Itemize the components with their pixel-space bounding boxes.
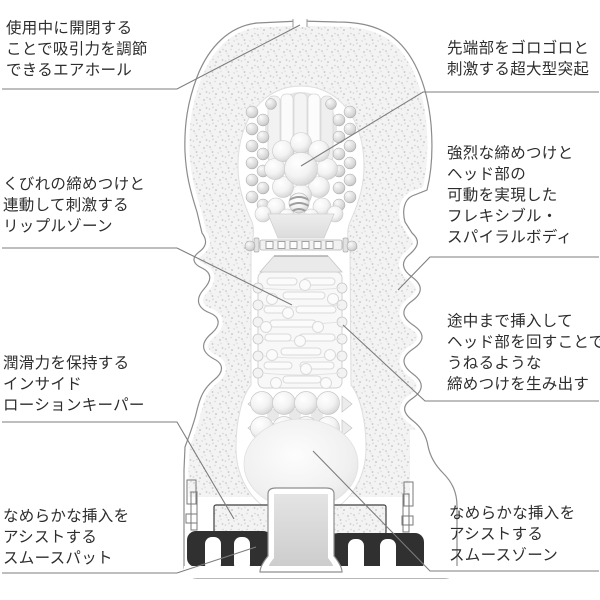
callout-line: 締めつけを生み出す <box>447 376 590 393</box>
callout-line: ヘッド部を回すことで <box>447 334 600 351</box>
callout-smooth-zone: なめらかな挿入を アシストする スムースゾーン <box>449 503 575 566</box>
leader-giant-nub <box>300 91 599 167</box>
leader-smooth-pad <box>2 546 257 574</box>
callout-line: ローションキーパー <box>3 397 145 414</box>
callout-line: 強烈な締めつけと <box>447 145 574 162</box>
callout-line: できるエアホール <box>6 62 133 79</box>
callout-ripple-zone: くびれの締めつけと 連動して刺激する リップルゾーン <box>3 174 145 237</box>
base-assembly <box>184 479 458 578</box>
nub-field <box>245 98 357 212</box>
side-brackets <box>185 479 414 533</box>
callout-line: スパイラルボディ <box>447 229 573 246</box>
callout-line: 途中まで挿入して <box>447 313 573 330</box>
callout-giant-nub: 先端部をゴロゴロと 刺激する超大型突起 <box>447 38 589 80</box>
ripple-column <box>252 271 348 389</box>
callout-line: なめらかな挿入を <box>449 505 576 522</box>
striped-ball <box>288 192 310 214</box>
callout-line: リップルゾーン <box>3 218 113 235</box>
callout-line: ヘッド部の <box>447 166 527 183</box>
callout-line: インサイド <box>3 376 83 393</box>
callout-line: 使用中に開閉する <box>6 20 133 37</box>
callout-air-hole: 使用中に開閉する ことで吸引力を調節 できるエアホール <box>6 18 148 81</box>
callout-line: 可動を実現した <box>447 187 558 204</box>
callout-smooth-pad: なめらかな挿入を アシストする スムースパット <box>3 506 129 569</box>
insertion-funnel <box>259 487 343 573</box>
neck-band <box>244 213 358 273</box>
leader-lotion-keeper <box>2 421 235 520</box>
callout-line: スムースパット <box>3 550 113 567</box>
callout-line: スムースゾーン <box>449 547 559 564</box>
leader-smooth-zone <box>312 450 599 572</box>
leader-lines <box>2 24 599 574</box>
callout-line: ことで吸引力を調節 <box>6 41 148 58</box>
callout-line: アシストする <box>3 529 98 546</box>
callout-lotion-keeper: 潤滑力を保持する インサイド ローションキーパー <box>3 353 145 416</box>
callout-line: フレキシブル・ <box>447 208 558 225</box>
leader-rotate-head <box>342 324 599 402</box>
leader-flexible-spiral-body <box>397 256 599 291</box>
callout-line: 連動して刺激する <box>3 197 129 214</box>
giant-nub <box>284 152 318 186</box>
callout-line: アシストする <box>449 526 544 543</box>
callout-line: 先端部をゴロゴロと <box>447 40 590 57</box>
callout-line: くびれの締めつけと <box>3 176 146 193</box>
callout-rotate-head: 途中まで挿入して ヘッド部を回すことで うねるような 締めつけを生み出す <box>447 311 600 395</box>
callout-line: なめらかな挿入を <box>3 508 130 525</box>
band-links <box>265 241 334 249</box>
leader-air-hole <box>2 24 301 90</box>
inner-texture <box>260 277 339 389</box>
callout-line: 刺激する超大型突起 <box>447 61 590 78</box>
air-hole-notch <box>292 18 308 27</box>
callout-line: 潤滑力を保持する <box>3 355 130 372</box>
callout-line: うねるような <box>447 355 542 372</box>
callout-flexible-spiral-body: 強烈な締めつけと ヘッド部の 可動を実現した フレキシブル・ スパイラルボディ <box>447 143 573 248</box>
leader-ripple-zone <box>2 247 293 306</box>
